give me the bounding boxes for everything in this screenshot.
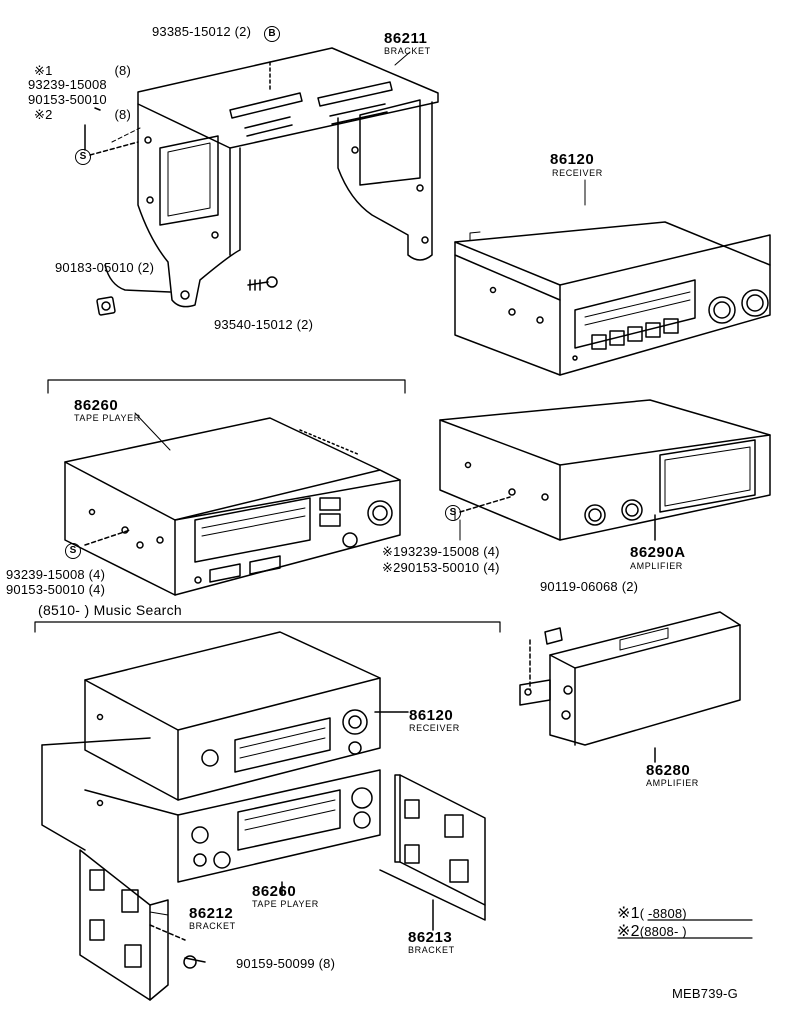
leader-lines xyxy=(112,52,585,915)
music-search-divider xyxy=(35,622,500,632)
amplifier-top-name: AMPLIFIER xyxy=(630,561,683,571)
marker-s-icon: S xyxy=(75,149,91,165)
bracket-left-name: BRACKET xyxy=(189,921,236,931)
music-search-heading: (8510- ) Music Search xyxy=(38,602,183,618)
receiver-bottom-part-number: 86120 xyxy=(409,707,454,724)
tape-player-bottom-name: TAPE PLAYER xyxy=(252,899,319,909)
tape-player-bottom-part-number: 86260 xyxy=(252,883,297,900)
receiver-top-part-number: 86120 xyxy=(550,151,595,168)
tape-player-86260-top-drawing xyxy=(48,380,405,595)
screw-mid-part-number: 93540-15012 (2) xyxy=(214,317,314,332)
screw-amp-part-number: 90119-06068 (2) xyxy=(540,579,639,594)
receiver-86120-top-drawing xyxy=(455,222,770,375)
left-note-line3: 90153-50010 xyxy=(28,92,107,107)
tape-player-top-part-number: 86260 xyxy=(74,397,119,414)
tape-marker-s-icon: S xyxy=(65,543,81,559)
amplifier-bottom-part-number: 86280 xyxy=(646,762,691,779)
amplifier-86280-drawing xyxy=(520,612,740,762)
screw-top-part-number: 93385-15012 (2) xyxy=(152,24,252,39)
bracket-left-part-number: 86212 xyxy=(189,905,234,922)
amp-note-line1: ※193239-15008 (4) xyxy=(382,544,500,559)
bracket-top-name: BRACKET xyxy=(384,46,431,56)
diagram-code: MEB739-G xyxy=(672,986,738,1001)
tape-player-top-name: TAPE PLAYER xyxy=(74,413,141,423)
amplifier-top-part-number: 86290A xyxy=(630,544,686,561)
tape-note-line2: 90153-50010 (4) xyxy=(6,582,106,597)
receiver-86120-bottom-drawing xyxy=(85,632,408,800)
left-note-line4: ※2(8) xyxy=(34,107,132,122)
bracket-right-name: BRACKET xyxy=(408,945,455,955)
receiver-bottom-name: RECEIVER xyxy=(409,723,460,733)
bracket-right-part-number: 86213 xyxy=(408,929,453,946)
amp-marker-s-icon: S xyxy=(445,505,461,521)
bracket-top-part-number: 86211 xyxy=(384,30,428,47)
screw-bottom-part-number: 90159-50099 (8) xyxy=(236,956,336,971)
bracket-86213-drawing xyxy=(380,775,485,930)
legend-line1: ※1( -8808) xyxy=(617,905,687,922)
amp-note-line2: ※290153-50010 (4) xyxy=(382,560,500,575)
tape-note-line1: 93239-15008 (4) xyxy=(6,567,106,582)
bracket-86212-drawing xyxy=(80,850,205,1000)
legend-line2: ※2(8808- ) xyxy=(617,923,687,940)
legend-lines xyxy=(618,920,752,938)
amplifier-86290a-drawing xyxy=(440,400,770,540)
amplifier-bottom-name: AMPLIFIER xyxy=(646,778,699,788)
bracket-fasteners xyxy=(85,108,277,315)
tape-player-86260-bottom-drawing xyxy=(42,738,380,895)
receiver-top-name: RECEIVER xyxy=(552,168,603,178)
nut-left-part-number: 90183-05010 (2) xyxy=(55,260,155,275)
left-note-line2: 93239-15008 xyxy=(28,77,107,92)
marker-b-icon: B xyxy=(264,26,280,42)
left-note-line1: ※1(8) xyxy=(34,63,132,78)
bracket-86211-drawing xyxy=(138,48,438,307)
